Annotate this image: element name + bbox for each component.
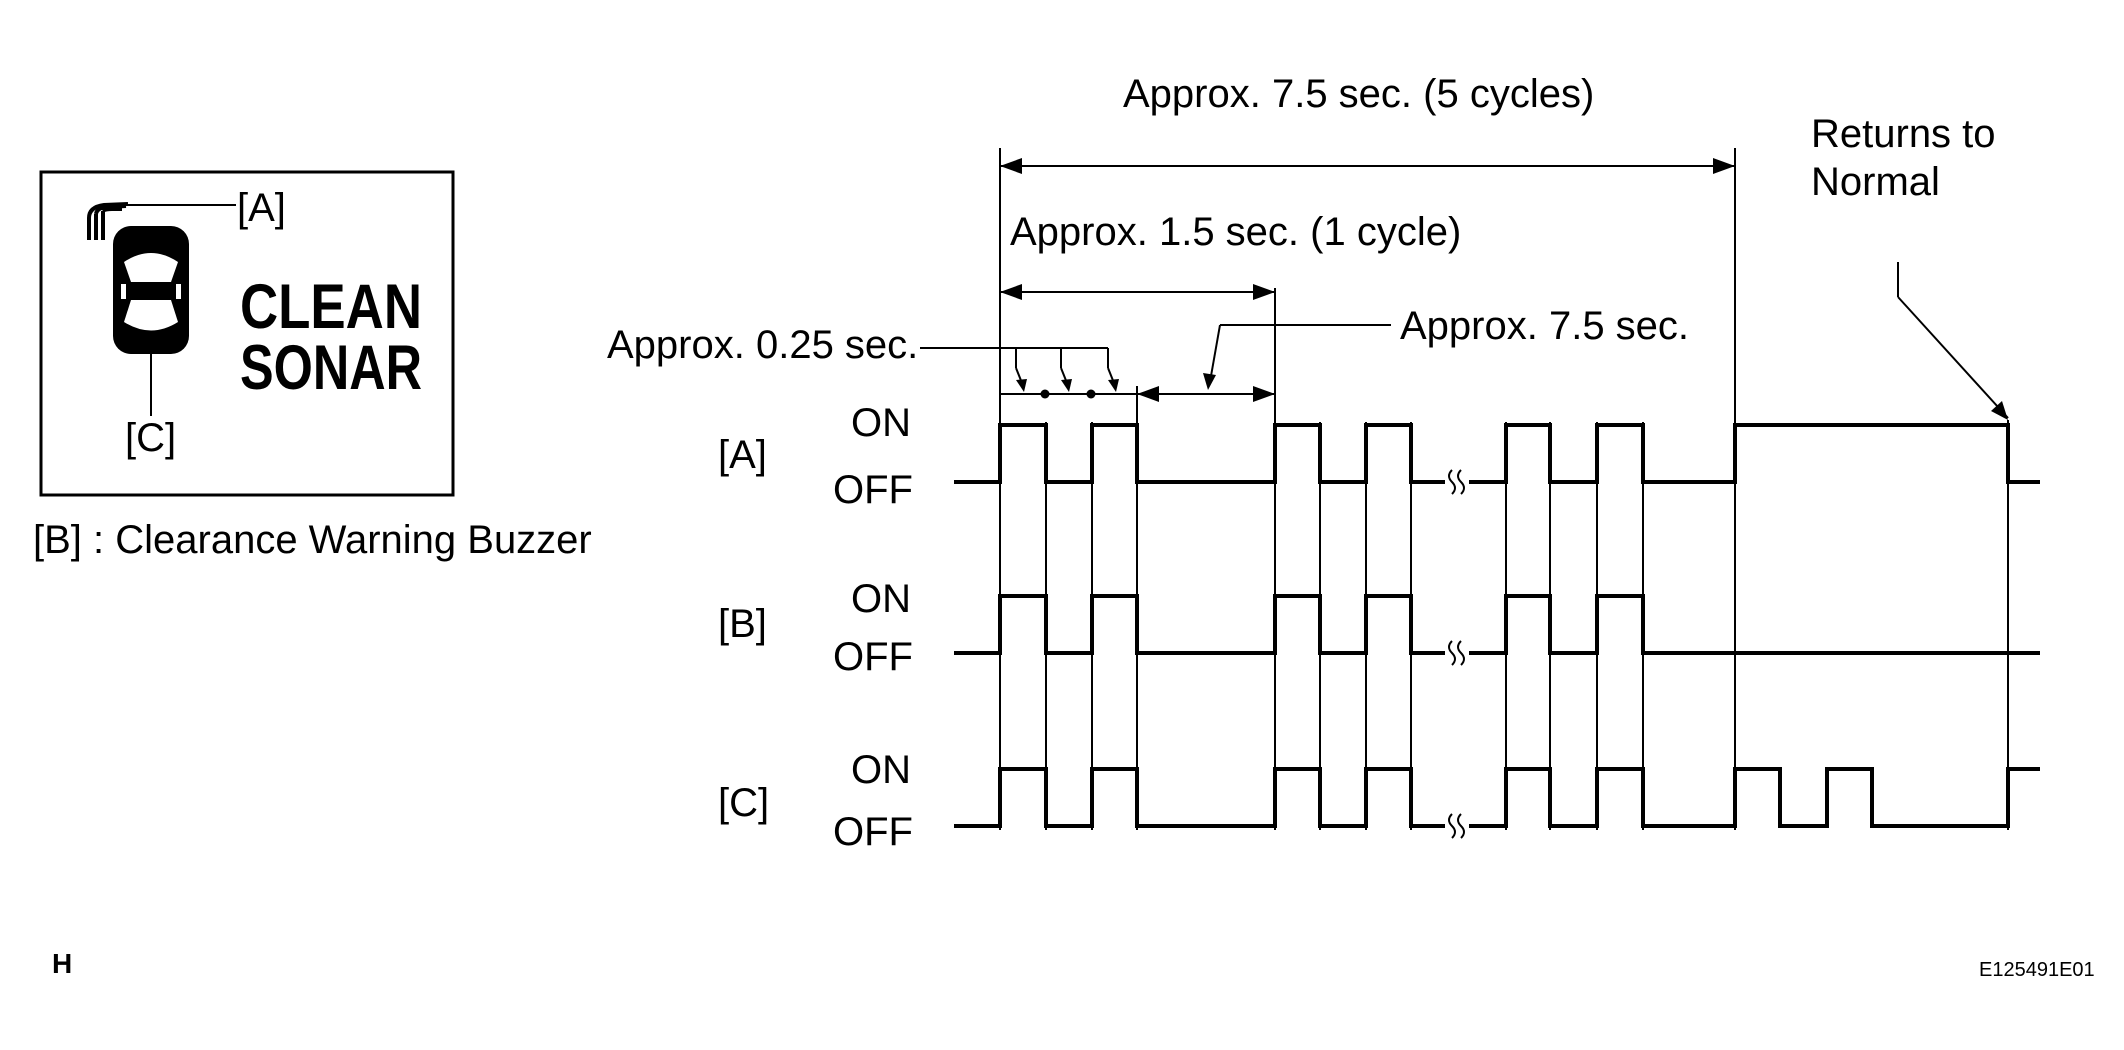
display-text-clean: CLEAN xyxy=(240,272,422,342)
signal-c-name: [C] xyxy=(718,781,769,825)
gap-duration-label: Approx. 7.5 sec. xyxy=(1400,304,1689,348)
display-frame xyxy=(39,170,455,497)
signal-b: [B] ON OFF xyxy=(718,577,2040,679)
callout-c-label: [C] xyxy=(125,416,176,460)
signal-a: [A] ON OFF xyxy=(718,401,2040,512)
signal-b-off-label: OFF xyxy=(833,635,913,679)
figure-id: E125491E01 xyxy=(1979,959,2095,981)
signal-b-break-mark xyxy=(1448,640,1465,666)
signal-a-break-mark xyxy=(1448,469,1465,495)
signal-b-waveform-right xyxy=(1469,594,2040,655)
signal-a-waveform-left xyxy=(954,423,1445,484)
signal-c-off-label: OFF xyxy=(833,810,913,854)
signal-c-waveform-right xyxy=(1469,767,2040,828)
returns-pointer xyxy=(1897,296,2009,419)
footer-left-code: H xyxy=(52,948,72,979)
legend-b-text: [B] : Clearance Warning Buzzer xyxy=(33,518,592,562)
signal-c-waveform-left xyxy=(954,767,1445,828)
returns-label-line2: Normal xyxy=(1811,160,1940,204)
signal-a-name: [A] xyxy=(718,433,767,477)
display-text-sonar: SONAR xyxy=(240,333,422,403)
display-panel: [A] [C] CLEAN SONAR xyxy=(39,170,455,497)
signal-b-on-label: ON xyxy=(851,577,911,621)
callout-a-label: [A] xyxy=(237,186,286,230)
signal-a-off-label: OFF xyxy=(833,468,913,512)
sonar-indicator-icon xyxy=(87,202,129,240)
car-icon xyxy=(113,226,189,354)
timing-annotations: Approx. 7.5 sec. (5 cycles) Returns to N… xyxy=(607,72,2009,830)
short-duration-label: Approx. 0.25 sec. xyxy=(607,323,918,367)
signal-a-waveform-right xyxy=(1469,423,2040,484)
total-duration-label: Approx. 7.5 sec. (5 cycles) xyxy=(1123,72,1594,116)
signal-b-waveform-left xyxy=(954,594,1445,655)
signal-c: [C] ON OFF xyxy=(718,748,2040,854)
returns-label-line1: Returns to xyxy=(1811,112,1996,156)
signal-c-break-mark xyxy=(1448,813,1465,839)
cycle-duration-label: Approx. 1.5 sec. (1 cycle) xyxy=(1010,210,1461,254)
signal-a-on-label: ON xyxy=(851,401,911,445)
signal-c-on-label: ON xyxy=(851,748,911,792)
signal-b-name: [B] xyxy=(718,602,767,646)
